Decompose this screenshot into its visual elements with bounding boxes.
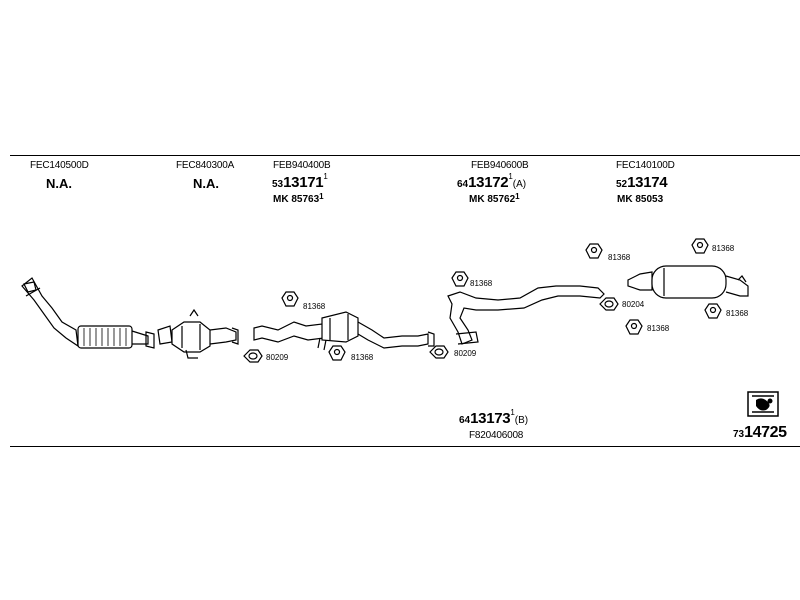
mk-number-4: MK 857621 <box>469 192 520 205</box>
part-code-1: FEC140500D <box>30 160 89 171</box>
part-label-hanger-4: 81368 <box>608 253 631 262</box>
reference-main: 14725 <box>744 424 787 441</box>
intermediate-pipe <box>253 311 435 351</box>
part-label-hanger-6: 81368 <box>712 244 735 253</box>
mk-number-5: MK 85053 <box>617 194 663 205</box>
mk-number-sup: 1 <box>515 192 520 201</box>
part-code-2: FEC840300A <box>176 160 235 171</box>
part-label-gasket-2: 80209 <box>454 349 477 358</box>
part-number-sup: 1 <box>508 172 513 181</box>
gasket-1-shape <box>243 349 263 363</box>
part-label-hanger-2: 81368 <box>351 353 374 362</box>
part-code-lower: F820406008 <box>469 430 524 441</box>
hanger-4-shape <box>585 243 603 259</box>
hanger-3-shape <box>451 271 469 287</box>
part-number-lower: 64131731(B) <box>459 408 529 427</box>
part-number-prefix: 64 <box>459 415 471 426</box>
hanger-5-shape <box>625 319 643 335</box>
part-number-prefix: 52 <box>616 179 628 190</box>
catalytic-converter <box>157 308 239 359</box>
status-na-2: N.A. <box>193 176 219 191</box>
part-number-3: 53131711 <box>272 172 328 191</box>
hanger-6-shape <box>691 238 709 254</box>
part-code-3: FEB940400B <box>273 160 331 171</box>
part-number-sup: 1 <box>323 172 328 181</box>
gasket-2-shape <box>429 345 449 359</box>
part-number-sup: 1 <box>510 408 515 417</box>
mk-number-text: MK 85053 <box>617 194 664 205</box>
mk-number-3: MK 857631 <box>273 192 324 205</box>
front-downpipe <box>21 277 155 349</box>
part-number-main: 13171 <box>283 174 324 191</box>
part-number-suffix: (B) <box>514 415 529 426</box>
status-na-1: N.A. <box>46 176 72 191</box>
part-number-suffix: (A) <box>512 179 527 190</box>
middle-pipe <box>447 285 605 345</box>
part-code-5: FEC140100D <box>616 160 675 171</box>
bottom-rule <box>10 446 800 447</box>
mk-number-text: MK 85762 <box>469 194 516 205</box>
hanger-2-shape <box>328 345 346 361</box>
top-rule <box>10 155 800 156</box>
part-code-4: FEB940600B <box>471 160 529 171</box>
gasket-3-shape <box>599 297 619 311</box>
part-number-prefix: 64 <box>457 179 469 190</box>
hanger-7-shape <box>704 303 722 319</box>
part-label-hanger-3: 81368 <box>470 279 493 288</box>
part-label-hanger-7: 81368 <box>726 309 749 318</box>
part-number-5: 5213174 <box>616 174 668 191</box>
part-number-4: 64131721(A) <box>457 172 527 191</box>
mk-number-text: MK 85763 <box>273 194 320 205</box>
mk-number-sup: 1 <box>319 192 324 201</box>
part-label-hanger-5: 81368 <box>647 324 670 333</box>
reference-number: 7314725 <box>733 424 787 442</box>
part-number-main: 13172 <box>468 174 509 191</box>
reference-prefix: 73 <box>733 429 745 440</box>
rear-silencer <box>627 265 749 299</box>
part-label-gasket-3: 80204 <box>622 300 645 309</box>
part-number-main: 13174 <box>627 174 668 191</box>
part-number-main: 13173 <box>470 410 511 427</box>
part-label-gasket-1: 80209 <box>266 353 289 362</box>
part-number-prefix: 53 <box>272 179 284 190</box>
part-label-hanger-1: 81368 <box>303 302 326 311</box>
hanger-1-shape <box>281 291 299 307</box>
book-reference-icon <box>747 391 779 417</box>
